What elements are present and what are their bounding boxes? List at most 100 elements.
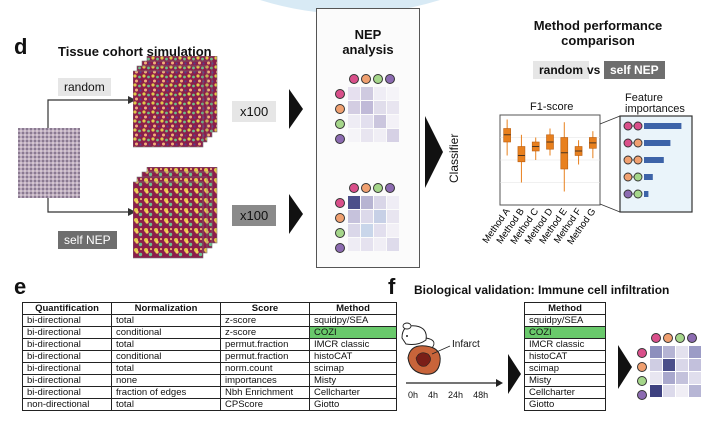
box-method-e: [560, 122, 569, 192]
feature-importance-bar: [644, 140, 671, 146]
cell-type-dot: [335, 119, 345, 129]
cell-type-dot: [335, 228, 345, 238]
cell-normalization: total: [111, 338, 221, 351]
timepoint-label: 4h: [428, 390, 439, 400]
cell-type-dot: [361, 74, 371, 84]
table-row: Misty: [524, 374, 606, 387]
table-header-quantification: Quantification: [22, 302, 112, 315]
self-nep-label: self NEP: [58, 231, 117, 249]
nep-heatmap-top: [348, 87, 399, 142]
feature-importance-row: [623, 189, 649, 199]
box-method-a: [503, 119, 511, 156]
panel-d-title: Tissue cohort simulation: [58, 44, 212, 59]
cell-type-dot: [335, 134, 345, 144]
self-nep-tag: self NEP: [604, 61, 665, 79]
table-row: IMCR classic: [524, 338, 606, 351]
feature-importance-bar: [644, 123, 682, 129]
multiplier-top: x100: [232, 101, 277, 122]
timepoint-label: 48h: [473, 390, 489, 400]
box-method-b: [517, 134, 526, 183]
random-label: random: [58, 78, 111, 96]
arrow-right-icon: [289, 194, 303, 234]
timepoint-label: 24h: [448, 390, 464, 400]
box-method-g: [589, 131, 597, 159]
box-method-d: [546, 128, 554, 156]
cell-score: permut.fraction: [220, 338, 310, 351]
feature-importance-bar: [644, 157, 664, 163]
cell-method: scimap: [309, 362, 397, 375]
cell-type-dot: [385, 74, 395, 84]
cell-method-highlight: COZI: [524, 326, 606, 339]
cell-method: Giotto: [524, 398, 606, 411]
random-tissue-stack: [133, 56, 218, 148]
table-row: scimap: [524, 362, 606, 375]
validation-heatmap: [650, 346, 701, 397]
cell-type-dot: [361, 183, 371, 193]
vs-label: vs: [587, 63, 601, 77]
table-header-method: Method: [309, 302, 397, 315]
panel-f-title: Biological validation: Immune cell infil…: [414, 283, 670, 297]
cell-quantification: bi-directional: [22, 386, 112, 399]
random-tag: random: [533, 61, 590, 79]
cell-type-dot: [335, 89, 345, 99]
table-header-row: Method: [524, 302, 606, 315]
cell-method: squidpy/SEA: [524, 314, 606, 327]
multiplier-bottom: x100: [232, 205, 277, 226]
timeline-labels: 0h 4h 24h 48h: [408, 390, 488, 400]
table-row: histoCAT: [524, 350, 606, 363]
nep-heatmap-bottom-row-dots: [335, 198, 345, 253]
panel-f-letter: f: [388, 274, 396, 299]
cell-score: norm.count: [220, 362, 310, 375]
cell-score: Nbh Enrichment: [220, 386, 310, 399]
feature-title-line1: Feature: [625, 92, 663, 104]
cell-type-dot: [335, 243, 345, 253]
cell-method: Cellcharter: [309, 386, 397, 399]
nep-heatmap-bottom-col-dots: [349, 183, 395, 193]
cell-quantification: bi-directional: [22, 326, 112, 339]
cell-normalization: conditional: [111, 350, 221, 363]
cell-quantification: bi-directional: [22, 314, 112, 327]
cell-normalization: total: [111, 314, 221, 327]
validation-methods-table: Method squidpy/SEA COZI IMCR classic his…: [524, 302, 606, 411]
mouse-heart-illustration: [401, 322, 451, 375]
cell-method: histoCAT: [524, 350, 606, 363]
cell-method: scimap: [524, 362, 606, 375]
cell-normalization: none: [111, 374, 221, 387]
panel-d-letter: d: [14, 34, 28, 59]
cell-type-dot: [335, 198, 345, 208]
timepoint-label: 0h: [408, 390, 419, 400]
cell-type-dot: [687, 333, 697, 343]
cell-quantification: bi-directional: [22, 374, 112, 387]
nep-heatmap-bottom: [348, 196, 399, 251]
cell-type-dot: [349, 74, 359, 84]
nep-heatmap-top-row-dots: [335, 89, 345, 144]
table-row: Giotto: [524, 398, 606, 411]
cell-type-dot: [373, 74, 383, 84]
cell-type-dot: [637, 362, 647, 372]
cell-type-dot: [335, 104, 345, 114]
table-row: Cellcharter: [524, 386, 606, 399]
cell-score: z-score: [220, 314, 310, 327]
cell-normalization: fraction of edges: [111, 386, 221, 399]
cell-type-dot: [385, 183, 395, 193]
method-perf-title-line2: comparison: [561, 33, 635, 48]
arrow-right-icon: [618, 345, 632, 389]
classifier-label: Classifier: [447, 133, 461, 183]
cell-method-highlight: COZI: [309, 326, 397, 339]
feature-importance-bar: [644, 191, 649, 197]
cell-normalization: total: [111, 398, 221, 411]
arrow-right-icon: [508, 354, 521, 394]
cell-method: Cellcharter: [524, 386, 606, 399]
validation-heatmap-col-dots: [651, 333, 697, 343]
arrow-right-icon: [289, 89, 303, 129]
box-method-f: [574, 140, 583, 165]
cell-score: importances: [220, 374, 310, 387]
cell-method: Misty: [524, 374, 606, 387]
chart-boxes: [503, 119, 597, 192]
